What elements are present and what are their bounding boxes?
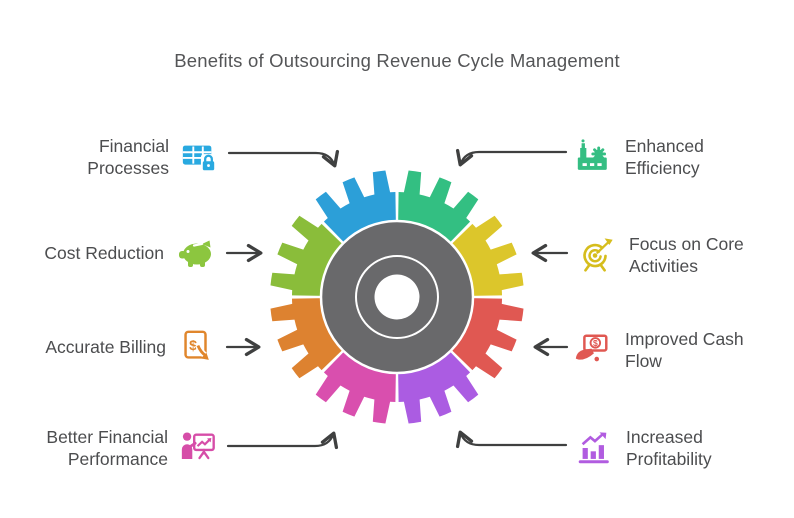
cash-hand-icon: $ bbox=[575, 334, 608, 362]
benefit-financial-processes: Financial Processes bbox=[26, 129, 218, 185]
arrow-better-performance bbox=[226, 431, 339, 450]
svg-text:$: $ bbox=[593, 338, 598, 348]
presenter-chart-icon bbox=[181, 431, 215, 459]
benefit-label: Increased Profitability bbox=[626, 426, 712, 469]
svg-text:$: $ bbox=[189, 338, 197, 354]
page-title: Benefits of Outsourcing Revenue Cycle Ma… bbox=[174, 50, 620, 71]
benefit-increased-profit: Increased Profitability bbox=[575, 420, 787, 476]
benefit-cost-reduction: Cost Reduction bbox=[16, 231, 217, 275]
arrow-financial-processes bbox=[227, 149, 340, 168]
benefit-label: Better Financial Performance bbox=[46, 426, 168, 469]
benefit-improved-cash: $ Improved Cash Flow bbox=[572, 322, 784, 378]
bar-chart-growth-icon bbox=[578, 432, 609, 464]
benefit-label: Focus on Core Activities bbox=[629, 233, 744, 276]
benefit-enhanced-efficiency: Enhanced Efficiency bbox=[574, 129, 784, 185]
gear-hub-hole bbox=[374, 274, 420, 320]
benefit-label: Financial Processes bbox=[87, 135, 169, 178]
factory-gear-icon bbox=[577, 139, 607, 170]
benefit-label: Improved Cash Flow bbox=[625, 328, 744, 371]
table-lock-icon bbox=[182, 145, 217, 172]
benefit-better-performance: Better Financial Performance bbox=[16, 420, 217, 476]
gear-hub-ring bbox=[355, 255, 439, 339]
billing-document-icon: $ bbox=[184, 330, 209, 360]
piggy-bank-icon bbox=[179, 240, 211, 267]
benefit-label: Accurate Billing bbox=[45, 336, 166, 357]
benefit-accurate-billing: Accurate Billing $ bbox=[16, 325, 215, 369]
benefit-label: Enhanced Efficiency bbox=[625, 135, 704, 178]
benefit-label: Cost Reduction bbox=[44, 242, 164, 263]
arrow-increased-profit bbox=[455, 430, 568, 449]
benefit-focus-core: Focus on Core Activities bbox=[576, 227, 786, 283]
arrow-enhanced-efficiency bbox=[455, 148, 568, 167]
target-arrow-icon bbox=[583, 238, 613, 272]
